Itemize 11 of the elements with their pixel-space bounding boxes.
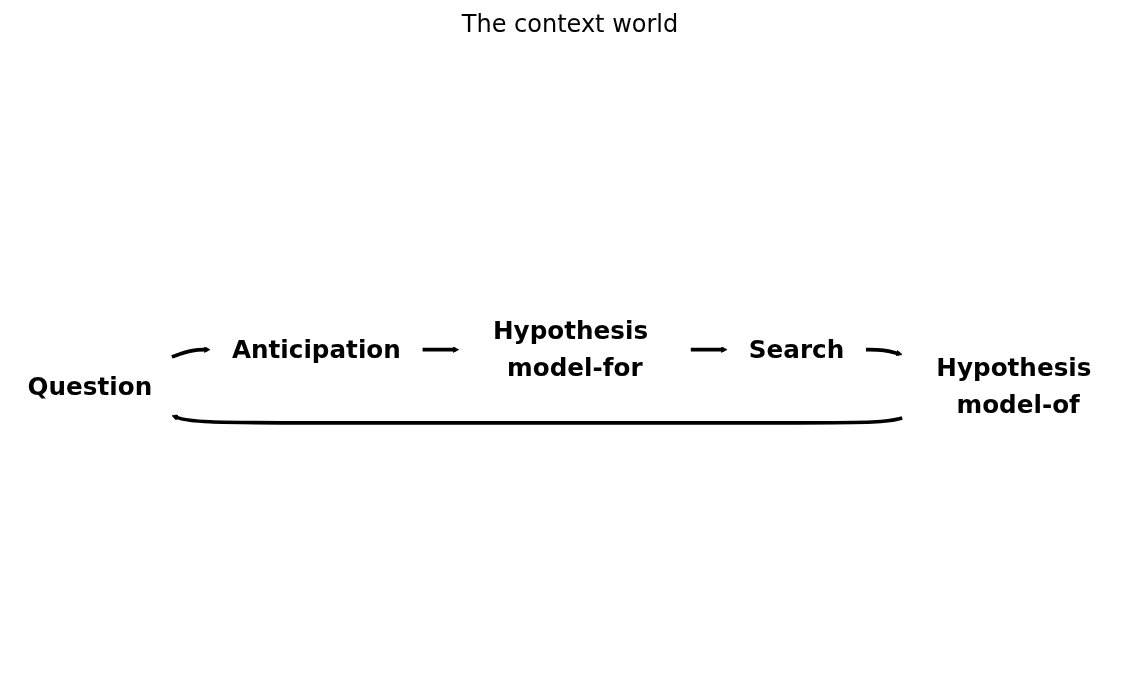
node-text: Hypothesis model-of <box>936 352 1092 419</box>
arrow <box>690 346 728 353</box>
arrow <box>865 347 903 356</box>
node-text: Hypothesis model-for <box>492 315 649 382</box>
node-text: Anticipation <box>231 334 401 364</box>
arrow <box>171 346 211 359</box>
arrow <box>422 346 460 353</box>
node-text: Question <box>27 370 153 400</box>
diagram-label: The context world <box>461 10 679 38</box>
node-text: Search <box>748 334 845 364</box>
arrow <box>171 414 903 425</box>
